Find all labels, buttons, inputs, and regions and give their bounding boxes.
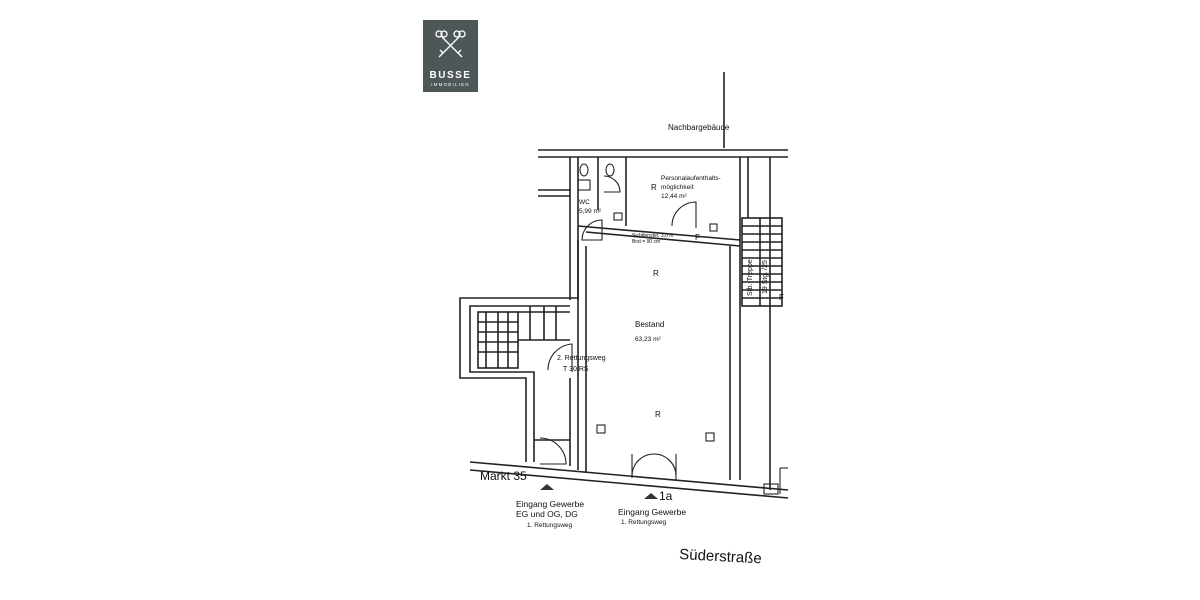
entrance-left-line-2: EG und OG, DG xyxy=(516,509,578,519)
main-room-label: Bestand xyxy=(635,320,664,329)
room-mark-r: R xyxy=(655,410,661,419)
logo-subtitle: IMMOBILIEN xyxy=(431,82,470,87)
street-label-markt: Markt 35 xyxy=(480,469,527,483)
entrance-marker-right xyxy=(644,493,658,499)
wc-area: 5,99 m² xyxy=(579,208,602,215)
main-room-area: 63,23 m² xyxy=(635,336,661,343)
entrance-right-line-1: Eingang Gewerbe xyxy=(618,507,686,517)
wc-label: WC xyxy=(579,199,590,206)
escape-route-label-1: 2. Rettungsweg xyxy=(557,355,606,362)
window-label-1: Sichtfenster, 3,0 m xyxy=(632,233,673,239)
room-mark-r: R xyxy=(651,183,657,192)
busse-logo: BUSSE IMMOBILIEN xyxy=(423,20,478,92)
crossed-keys-icon xyxy=(435,30,466,58)
staff-room-label-1: Personalaufenthalts- xyxy=(661,175,721,182)
stair-label-2: 19 Stg. /25 xyxy=(762,260,769,294)
entrance-marker-left xyxy=(540,484,554,490)
entrance-right-line-2: 1. Rettungsweg xyxy=(621,519,667,526)
street-label-main: Süderstraße xyxy=(679,546,762,567)
logo-brand: BUSSE xyxy=(429,70,472,81)
house-number: 1a xyxy=(659,489,673,503)
entrance-left-line-3: 1. Rettungsweg xyxy=(527,522,573,529)
entrance-left-line-1: Eingang Gewerbe xyxy=(516,499,584,509)
staff-room-label-2: möglichkeit xyxy=(661,184,694,191)
neighbor-label: Nachbargebäude xyxy=(668,123,730,132)
room-mark-r: R xyxy=(653,269,659,278)
fire-mark-f: F xyxy=(695,233,700,242)
staff-room-area: 12,44 m² xyxy=(661,193,687,200)
window-label-2: Brst = 90 cm xyxy=(632,239,660,245)
fire-mark-f: F xyxy=(779,293,784,302)
escape-route-label-2: T 30/RS xyxy=(563,366,589,373)
stair-label-1: Stb.-Treppe xyxy=(747,259,754,296)
